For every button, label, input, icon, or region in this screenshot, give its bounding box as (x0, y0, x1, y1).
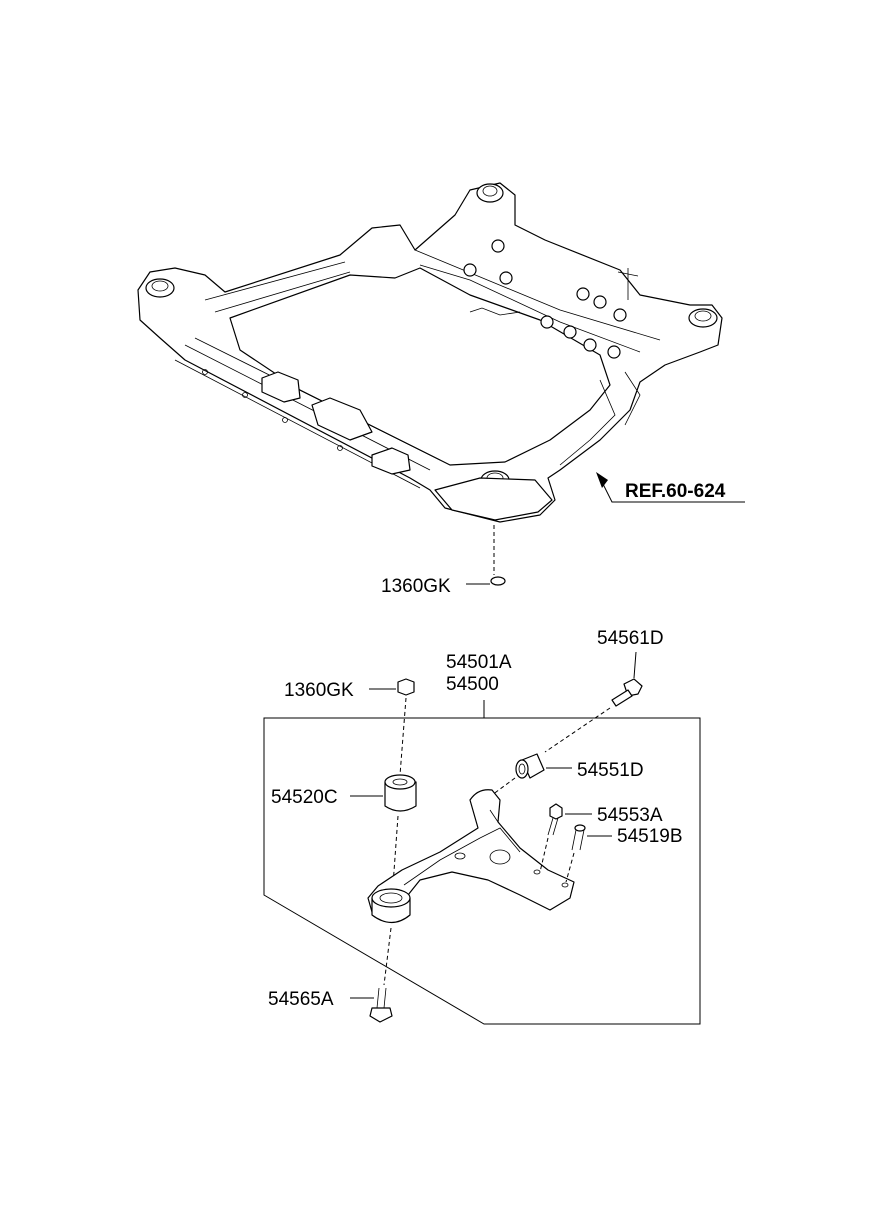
label-small-bolt: 54553A (597, 805, 663, 826)
label-rear-bolt: 54565A (268, 989, 334, 1010)
small-pin: 54519B (565, 824, 683, 883)
arm-nut: 1360GK (284, 678, 415, 776)
label-front-bolt: 54561D (597, 628, 664, 649)
rear-bushing: 54520C (271, 774, 417, 886)
label-rear-bushing: 54520C (271, 787, 338, 808)
lower-control-arm (367, 789, 575, 924)
crossmember-nut: 1360GK (381, 525, 506, 597)
label-arm-assembly-b: 54500 (446, 674, 499, 695)
small-bolt: 54553A (539, 803, 663, 873)
reference-callout: REF.60-624 (596, 472, 745, 503)
rear-bolt: 54565A (268, 927, 393, 1023)
reference-label: REF.60-624 (625, 481, 726, 502)
label-arm-assembly-a: 54501A (446, 652, 512, 673)
front-bolt: 54561D (544, 628, 664, 753)
assembly-bracket-frame (263, 717, 701, 1025)
front-crossmember-illustration (137, 182, 723, 523)
front-bushing: 54551D (491, 753, 644, 796)
label-arm-nut: 1360GK (284, 680, 354, 701)
label-crossmember-nut: 1360GK (381, 576, 451, 597)
label-small-pin: 54519B (617, 826, 683, 847)
label-front-bushing: 54551D (577, 760, 644, 781)
